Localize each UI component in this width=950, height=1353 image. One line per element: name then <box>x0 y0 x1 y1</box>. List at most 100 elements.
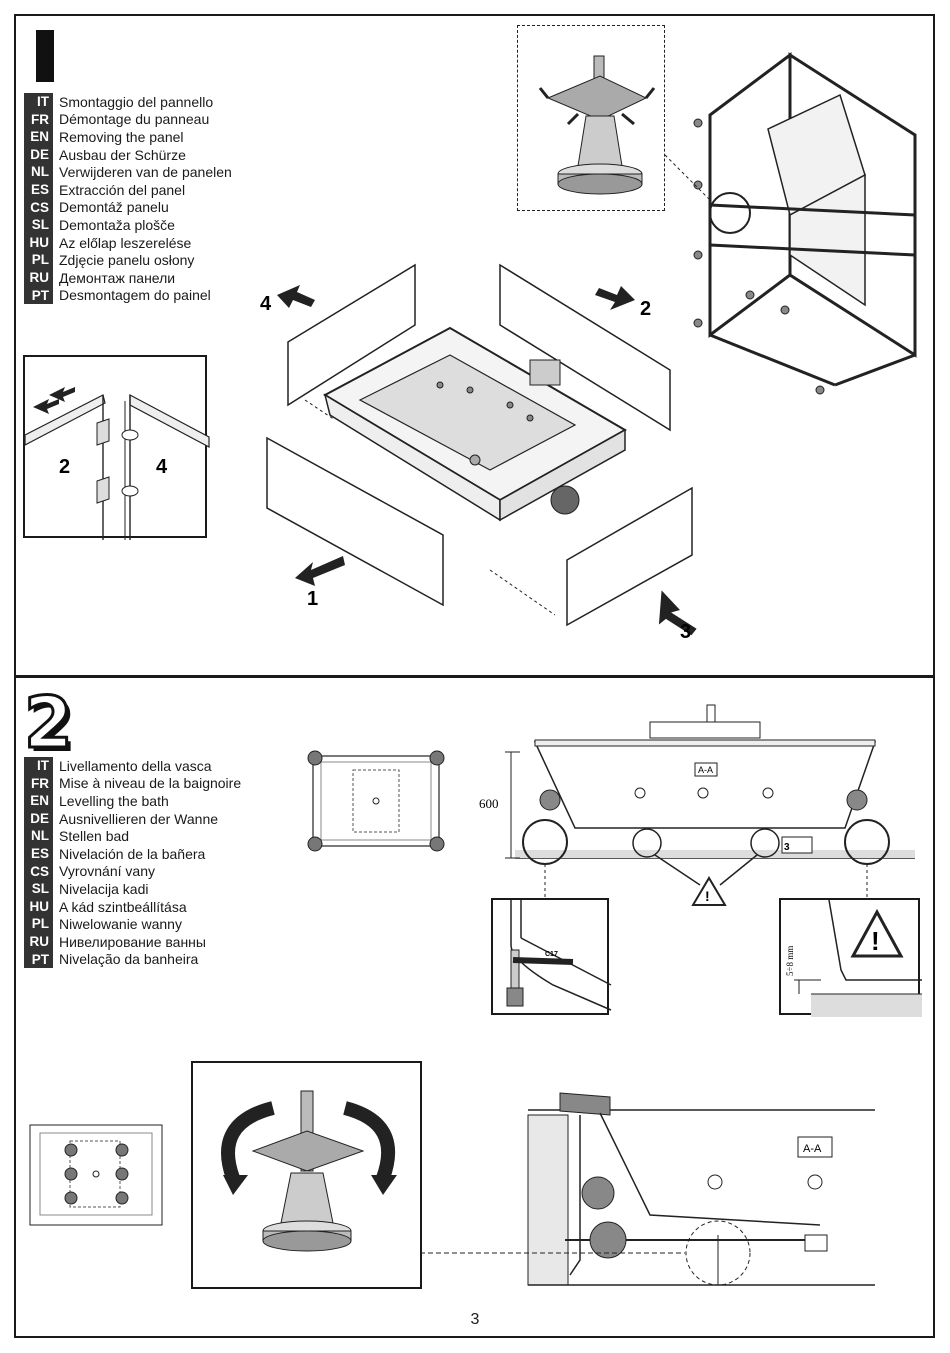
lang-row: PL Niwelowanie wanny <box>24 915 241 933</box>
clip-right-label: 4 <box>156 456 168 478</box>
rotate-foot-detail-box <box>191 1061 422 1289</box>
lang-row: PT Desmontagem do painel <box>24 286 232 305</box>
levelling-section-view: 600 A-A 3 ! <box>479 704 915 906</box>
lang-code: RU <box>24 268 53 287</box>
exploded-bath-illustration: 1 2 3 4 <box>260 263 697 643</box>
adjustable-foot-illustration <box>538 55 656 195</box>
step2-number: 2 <box>23 682 75 764</box>
step1-language-list: IT Smontaggio del pannello FR Démontage du… <box>24 93 232 305</box>
lang-text: Az előlap leszerelése <box>59 234 192 251</box>
lang-row: DE Ausbau der Schürze <box>24 145 232 164</box>
lang-row: FR Démontage du panneau <box>24 110 232 129</box>
lang-text: Livellamento della vasca <box>59 757 212 774</box>
section-label: A-A <box>698 765 713 775</box>
lang-row: ES Nivelación de la bañera <box>24 844 241 863</box>
lang-text: Nivelación de la bañera <box>59 845 206 862</box>
lang-text: Nivelação da banheira <box>59 951 199 968</box>
lang-row: FR Mise à niveau de la baignoire <box>24 774 242 793</box>
wrench-illustration: C17 <box>506 900 612 1011</box>
lang-row: ES Extracción del panel <box>24 180 232 199</box>
lang-row: NL Verwijderen van de panelen <box>24 163 232 181</box>
lang-row: SL Demontaža plošče <box>24 216 232 234</box>
leg-frame-illustration <box>693 52 917 395</box>
lang-code: ES <box>24 180 53 199</box>
lang-text: Removing the panel <box>59 128 184 145</box>
clip-left-label: 2 <box>59 456 70 478</box>
lang-code: SL <box>24 880 53 898</box>
lang-row: CS Demontáž panelu <box>24 198 232 217</box>
lang-code: CS <box>24 198 53 217</box>
lang-code: IT <box>24 93 53 111</box>
lang-code: ES <box>24 844 53 863</box>
lang-text: Демонтаж панели <box>59 269 176 286</box>
lang-text: Nivelacija kadi <box>59 880 149 897</box>
lang-code: RU <box>24 932 53 951</box>
lang-text: Mise à niveau de la baignoire <box>59 775 242 792</box>
step2-language-list: IT Livellamento della vasca FR Mise à nive… <box>24 757 242 969</box>
section-label-bottom: A-A <box>803 1143 822 1155</box>
lang-text: Zdjęcie panelu osłony <box>59 252 195 269</box>
foot-detail-box <box>517 25 665 211</box>
lang-code: FR <box>24 774 53 793</box>
lang-code: HU <box>24 897 53 916</box>
warning-icon: ! <box>705 888 710 904</box>
detail-number: 3 <box>784 842 790 853</box>
lang-text: Нивелирование ванны <box>59 933 206 950</box>
panel-clip-detail-illustration: 2 4 <box>24 387 210 540</box>
foot-leader-line <box>664 154 711 201</box>
lang-text: Levelling the bath <box>59 792 169 809</box>
lang-code: PT <box>24 950 53 969</box>
lang-code: PL <box>24 251 53 269</box>
panel-1-label: 1 <box>307 588 318 610</box>
gap-label: 5÷8 mm <box>785 946 795 976</box>
lang-code: EN <box>24 792 53 810</box>
lang-text: Ausbau der Schürze <box>59 146 186 163</box>
lang-row: IT Smontaggio del pannello <box>24 93 232 111</box>
lang-text: A kád szintbeállítása <box>59 898 187 915</box>
top-view-4-feet <box>307 750 445 852</box>
lang-text: Niwelowanie wanny <box>59 916 182 933</box>
lang-row: PL Zdjęcie panelu osłony <box>24 251 232 269</box>
lang-text: Smontaggio del pannello <box>59 93 214 110</box>
lang-row: HU A kád szintbeállítása <box>24 897 241 916</box>
lang-code: PT <box>24 286 53 305</box>
height-label: 600 <box>479 796 499 811</box>
lang-text: Stellen bad <box>59 828 130 845</box>
top-view-6-feet <box>29 1124 163 1226</box>
panel-3-label: 3 <box>680 621 691 643</box>
lang-text: Demontáž panelu <box>59 199 169 216</box>
lang-code: DE <box>24 809 53 828</box>
lang-row: EN Levelling the bath <box>24 792 241 810</box>
lang-code: PL <box>24 915 53 933</box>
step2-frame <box>14 676 935 1338</box>
lang-code: NL <box>24 163 53 181</box>
lang-text: Démontage du panneau <box>59 111 210 128</box>
lang-row: RU Нивелирование ванны <box>24 932 241 951</box>
lang-text: Verwijderen van de panelen <box>59 164 232 181</box>
step1-number <box>36 30 54 82</box>
lang-row: RU Демонтаж панели <box>24 268 232 287</box>
lang-text: Extracción del panel <box>59 181 186 198</box>
lang-code: IT <box>24 757 53 775</box>
gap-warning-detail-box: ! 5÷8 mm <box>779 898 922 1017</box>
page-number: 3 <box>470 1311 480 1328</box>
lang-code: FR <box>24 110 53 129</box>
gap-warning-illustration: ! 5÷8 mm <box>785 899 922 1017</box>
lang-code: SL <box>24 216 53 234</box>
rotate-foot-illustration <box>221 1090 397 1252</box>
lang-text: Demontaža plošče <box>59 216 175 233</box>
lang-code: DE <box>24 145 53 164</box>
wrench-size-label: C17 <box>545 951 558 958</box>
bottom-section-view: A-A <box>420 1092 875 1286</box>
lang-code: EN <box>24 128 53 146</box>
wrench-detail-box: C17 <box>491 898 612 1015</box>
caution-icon: ! <box>871 926 880 956</box>
lang-text: Desmontagem do painel <box>59 287 211 304</box>
lang-code: NL <box>24 827 53 845</box>
lang-text: Vyrovnání vany <box>59 863 155 880</box>
lang-row: EN Removing the panel <box>24 128 232 146</box>
lang-row: PT Nivelação da banheira <box>24 950 241 969</box>
lang-code: CS <box>24 862 53 881</box>
